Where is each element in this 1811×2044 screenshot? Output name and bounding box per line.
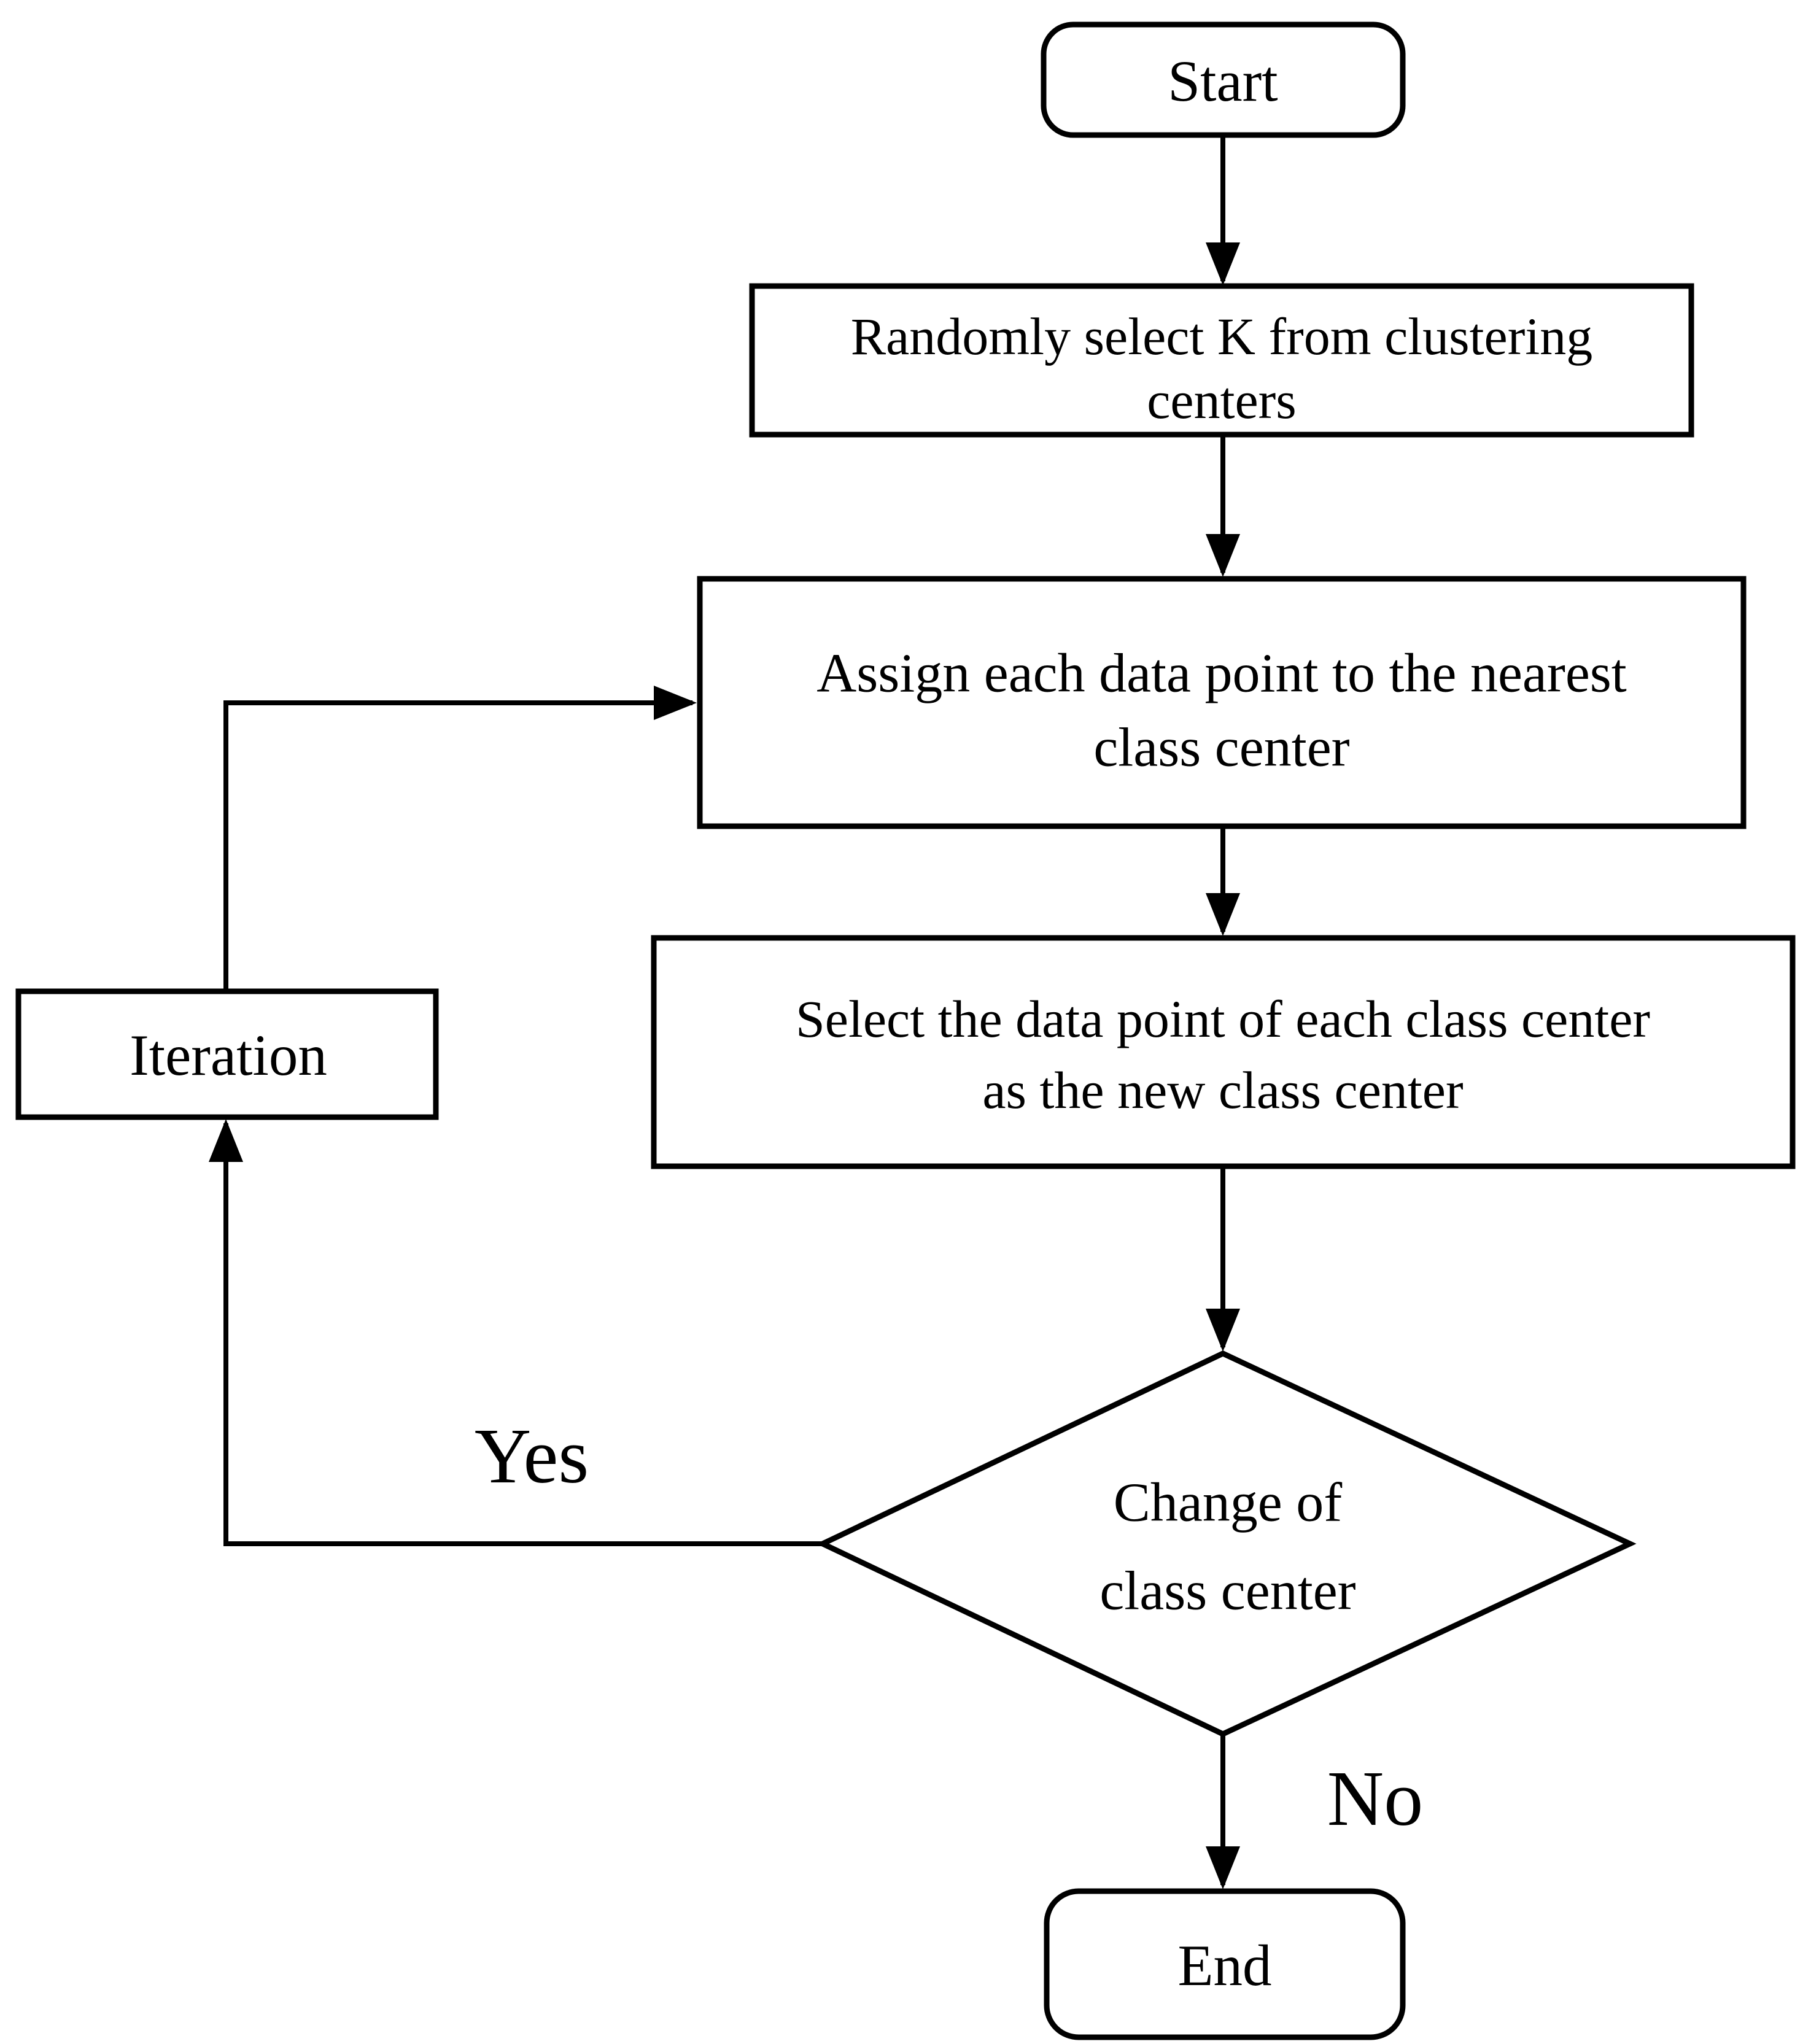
arrow-decision-to-iteration <box>209 1119 823 1546</box>
new-center-process-shape <box>651 935 1796 1169</box>
end-label: End <box>1177 1933 1271 1998</box>
node-start: Start <box>1041 21 1406 138</box>
decision-diamond-shape <box>816 1350 1637 1737</box>
decision-label-line2: class center <box>1099 1561 1355 1622</box>
arrow-iteration-to-assign <box>223 686 697 991</box>
node-assign: Assign each data point to the nearest cl… <box>697 576 1747 829</box>
edge-label-no: No <box>1327 1755 1423 1842</box>
new-center-label-line2: as the new class center <box>982 1061 1463 1120</box>
iteration-label: Iteration <box>130 1023 327 1088</box>
assign-label-line2: class center <box>1093 718 1349 778</box>
node-decision: Change of class center <box>816 1350 1637 1737</box>
select-k-process-shape <box>749 283 1694 438</box>
new-center-label-line1: Select the data point of each class cent… <box>796 989 1650 1048</box>
assign-label-line1: Assign each data point to the nearest <box>816 643 1627 704</box>
end-terminator-shape <box>1044 1888 1406 2040</box>
select-k-label-line2: centers <box>1147 371 1297 430</box>
node-end: End <box>1044 1888 1406 2040</box>
node-iteration: Iteration <box>15 988 439 1120</box>
decision-label-line1: Change of <box>1114 1473 1342 1533</box>
select-k-label-line1: Randomly select K from clustering <box>851 307 1593 366</box>
node-new-center: Select the data point of each class cent… <box>651 935 1796 1169</box>
start-label: Start <box>1168 48 1278 114</box>
edge-label-yes: Yes <box>475 1412 589 1500</box>
node-select-k: Randomly select K from clustering center… <box>749 283 1694 438</box>
